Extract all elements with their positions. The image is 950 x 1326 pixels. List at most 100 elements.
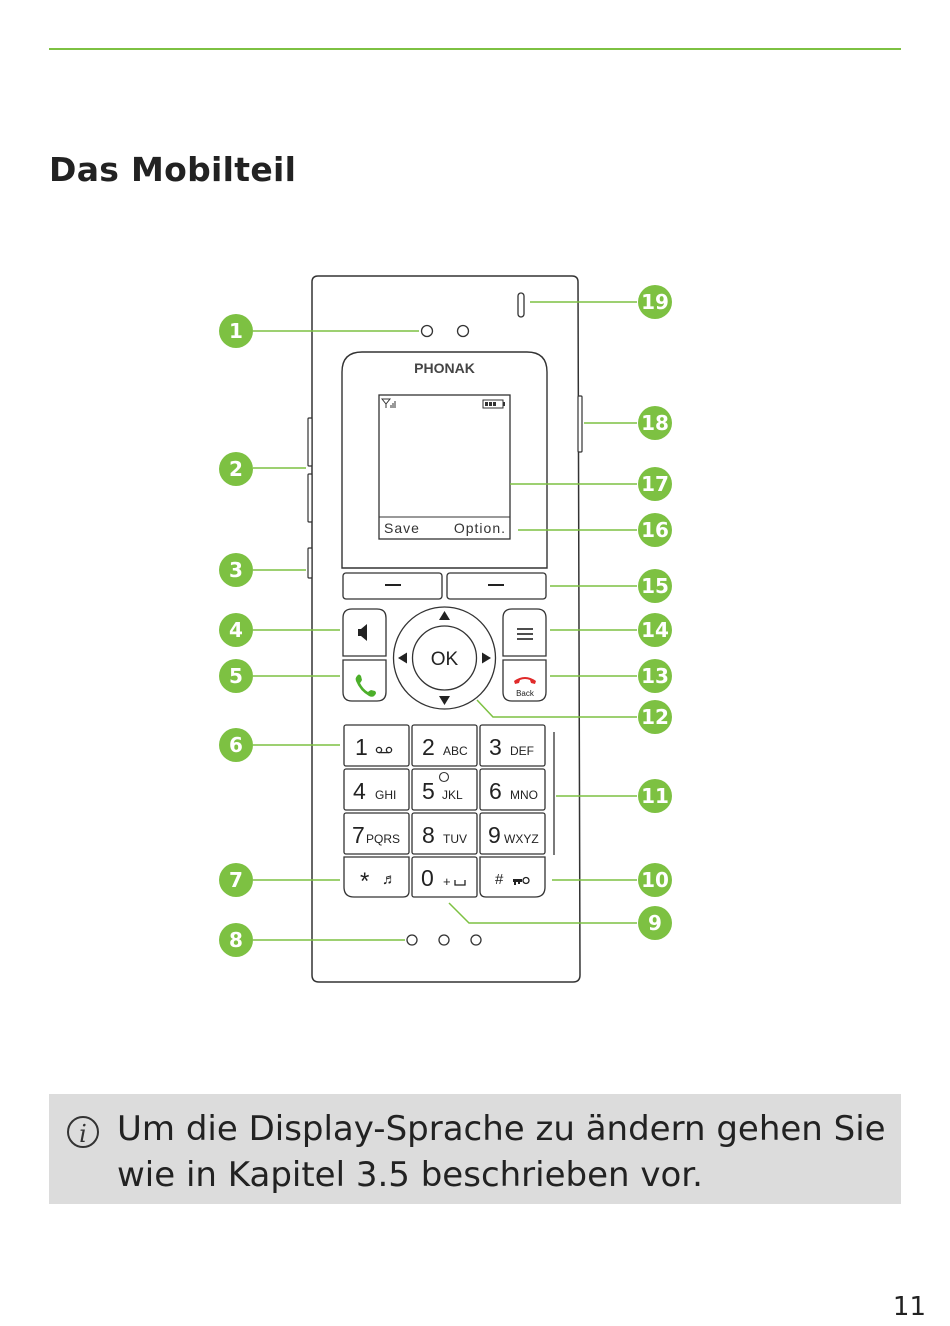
side-button-middle bbox=[307, 473, 313, 523]
ok-button[interactable] bbox=[411, 625, 478, 691]
brand-logo: PHONAK bbox=[414, 360, 475, 376]
svg-text:6: 6 bbox=[229, 733, 243, 757]
top-rule bbox=[49, 48, 901, 50]
key-star[interactable] bbox=[343, 856, 410, 898]
key-1[interactable] bbox=[343, 724, 410, 767]
callout-11: 11 bbox=[638, 779, 672, 813]
key-3-digit: 3 bbox=[489, 734, 502, 760]
svg-text:18: 18 bbox=[641, 411, 669, 435]
page-number: 11 bbox=[892, 1292, 926, 1322]
svg-text:11: 11 bbox=[641, 784, 669, 808]
key-0[interactable] bbox=[411, 856, 478, 898]
callout-9: 9 bbox=[638, 906, 672, 940]
key-0-digit: 0 bbox=[421, 865, 434, 891]
callout-17: 17 bbox=[638, 467, 672, 501]
key-5-digit: 5 bbox=[422, 778, 435, 804]
callout-10: 10 bbox=[638, 863, 672, 897]
nav-down-arrow-icon bbox=[439, 696, 450, 705]
key-8[interactable] bbox=[411, 812, 478, 855]
callout-18: 18 bbox=[638, 406, 672, 440]
svg-text:4: 4 bbox=[229, 618, 243, 642]
svg-text:14: 14 bbox=[641, 618, 669, 642]
callout-6: 6 bbox=[219, 728, 253, 762]
key-3[interactable] bbox=[479, 724, 546, 767]
microphone-hole bbox=[470, 934, 482, 946]
key-6[interactable] bbox=[479, 768, 546, 811]
back-label: Back bbox=[516, 689, 535, 698]
callout-7: 7 bbox=[219, 863, 253, 897]
battery-icon bbox=[482, 399, 505, 409]
led-indicator bbox=[517, 292, 525, 318]
key-7[interactable] bbox=[343, 812, 410, 855]
svg-text:8: 8 bbox=[229, 928, 243, 952]
key-6-letters: MNO bbox=[510, 788, 538, 802]
key-4[interactable] bbox=[343, 768, 410, 811]
key-6-digit: 6 bbox=[489, 778, 502, 804]
key-5-tactile-dot-icon bbox=[438, 771, 450, 783]
callout-16: 16 bbox=[638, 513, 672, 547]
callout-3: 3 bbox=[219, 553, 253, 587]
microphone-hole bbox=[438, 934, 450, 946]
callout-12: 12 bbox=[638, 700, 672, 734]
signal-icon bbox=[380, 398, 396, 408]
info-text: Um die Display-Sprache zu ändern gehen S… bbox=[117, 1109, 886, 1195]
menu-button[interactable] bbox=[502, 608, 547, 657]
key-7-letters: PQRS bbox=[366, 832, 400, 846]
end-call-back-button[interactable] bbox=[502, 659, 547, 702]
key-4-letters: GHI bbox=[375, 788, 396, 802]
key-lock-icon bbox=[513, 876, 530, 885]
svg-text:19: 19 bbox=[641, 290, 669, 314]
callout-2: 2 bbox=[219, 452, 253, 486]
svg-text:12: 12 bbox=[641, 705, 669, 729]
end-call-icon bbox=[514, 677, 536, 684]
key-9[interactable] bbox=[479, 812, 546, 855]
key-7-digit: 7 bbox=[352, 822, 365, 848]
earpiece-hole bbox=[456, 324, 470, 338]
key-3-letters: DEF bbox=[510, 744, 534, 758]
callout-4: 4 bbox=[219, 613, 253, 647]
key-2[interactable] bbox=[411, 724, 478, 767]
callout-13: 13 bbox=[638, 659, 672, 693]
side-button-right bbox=[577, 395, 583, 453]
display-softkey-right: Option. bbox=[454, 520, 506, 536]
call-button[interactable] bbox=[342, 659, 387, 702]
callout-lines bbox=[253, 301, 637, 941]
ok-label: OK bbox=[431, 649, 459, 670]
display-softkey-left: Save bbox=[384, 520, 420, 536]
key-0-letters: + bbox=[443, 874, 451, 889]
nav-right-arrow-icon bbox=[482, 652, 491, 664]
page-title: Das Mobilteil bbox=[49, 150, 297, 189]
side-button-upper bbox=[307, 417, 313, 467]
key-hash[interactable] bbox=[479, 856, 546, 898]
svg-text:10: 10 bbox=[641, 868, 669, 892]
svg-text:13: 13 bbox=[641, 664, 669, 688]
svg-text:3: 3 bbox=[229, 558, 243, 582]
callout-8: 8 bbox=[219, 923, 253, 957]
key-star-digit: * bbox=[360, 868, 369, 895]
voicemail-icon bbox=[375, 746, 393, 754]
key-8-letters: TUV bbox=[443, 832, 467, 846]
callout-badges: 1 2 3 4 5 6 7 8 9 10 11 12 13 14 15 16 1… bbox=[219, 285, 672, 957]
nav-left-arrow-icon bbox=[398, 652, 407, 664]
info-icon: i bbox=[67, 1116, 99, 1148]
callout-15: 15 bbox=[638, 569, 672, 603]
call-handset-icon bbox=[355, 674, 376, 697]
microphone-hole bbox=[406, 934, 418, 946]
info-box: i Um die Display-Sprache zu ändern gehen… bbox=[49, 1094, 901, 1204]
svg-text:1: 1 bbox=[229, 319, 243, 343]
svg-text:17: 17 bbox=[641, 472, 669, 496]
svg-text:15: 15 bbox=[641, 574, 669, 598]
key-5-letters: JKL bbox=[442, 788, 463, 802]
svg-text:16: 16 bbox=[641, 518, 669, 542]
handset-diagram: PHONAK Save Option. Back OK bbox=[219, 275, 672, 983]
key-9-digit: 9 bbox=[488, 822, 501, 848]
earpiece-hole bbox=[420, 324, 434, 338]
svg-text:9: 9 bbox=[648, 911, 662, 935]
key-2-letters: ABC bbox=[443, 744, 468, 758]
svg-text:2: 2 bbox=[229, 457, 243, 481]
key-2-digit: 2 bbox=[422, 734, 435, 760]
key-8-digit: 8 bbox=[422, 822, 435, 848]
key-hash-digit: # bbox=[495, 871, 504, 888]
music-note-icon: ♬ bbox=[382, 871, 397, 888]
key-5[interactable] bbox=[411, 768, 478, 811]
